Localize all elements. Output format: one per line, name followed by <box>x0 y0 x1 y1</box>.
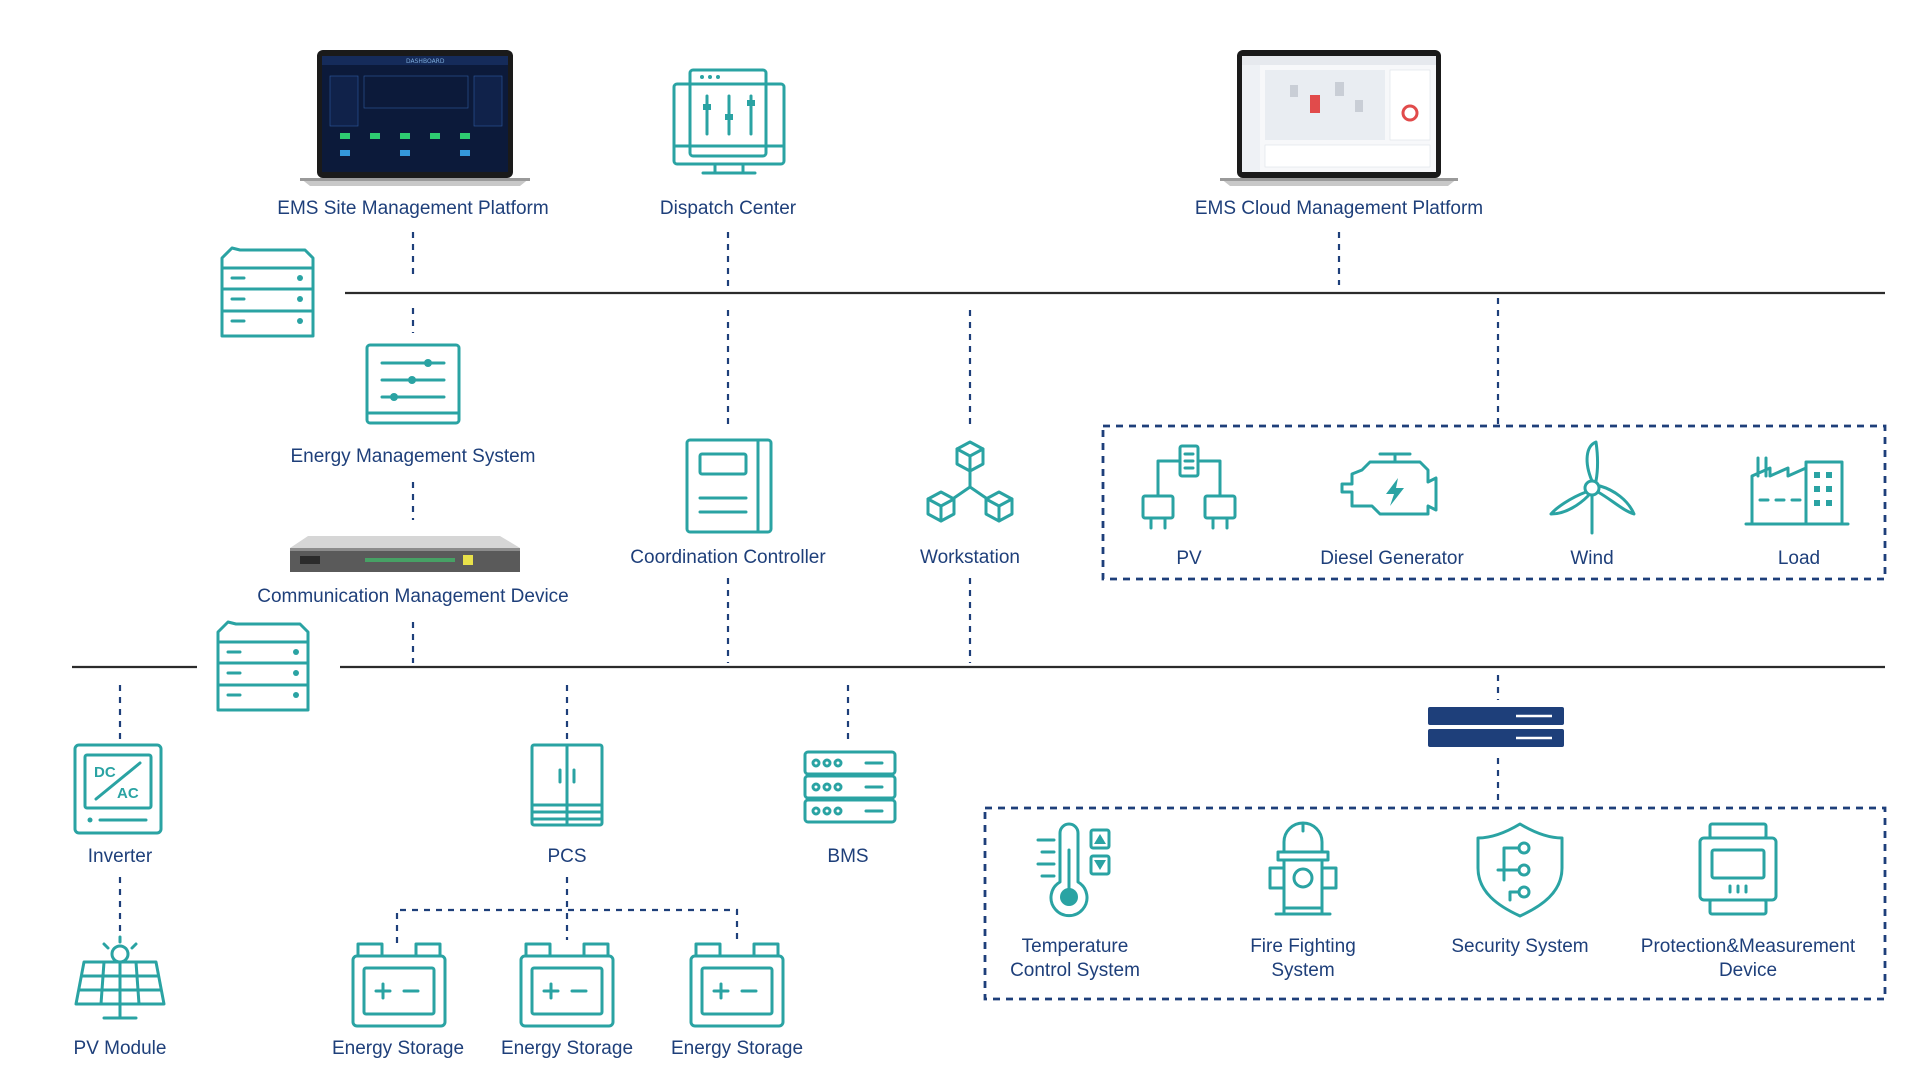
communication-device-icon <box>290 536 520 572</box>
security-shield-icon <box>1476 822 1564 918</box>
label-temperature-line2: Control System <box>1010 960 1140 981</box>
fire-hydrant-icon <box>1268 821 1338 916</box>
label-security-system: Security System <box>1451 936 1588 957</box>
label-energy-storage-3: Energy Storage <box>671 1038 803 1059</box>
pv-module-icon <box>74 935 166 1020</box>
label-energy-storage-1: Energy Storage <box>332 1038 464 1059</box>
energy-storage-1-icon <box>351 942 447 1028</box>
ems-cloud-laptop-icon <box>1220 50 1458 186</box>
label-energy-management-system: Energy Management System <box>290 446 535 467</box>
energy-storage-2-icon <box>519 942 615 1028</box>
label-pv-module: PV Module <box>74 1038 167 1059</box>
diesel-generator-icon <box>1340 452 1438 516</box>
label-inverter: Inverter <box>88 846 153 867</box>
label-ems-cloud: EMS Cloud Management Platform <box>1195 198 1483 219</box>
pv-generation-icon <box>1141 444 1237 530</box>
label-wind: Wind <box>1570 548 1613 569</box>
svg-text:DASHBOARD: DASHBOARD <box>406 58 445 65</box>
label-load: Load <box>1778 548 1820 569</box>
temperature-control-icon <box>1036 822 1111 918</box>
inverter-ac-text: AC <box>117 785 139 802</box>
label-coordination-controller: Coordination Controller <box>630 547 826 568</box>
label-temperature-line1: Temperature <box>1022 936 1129 957</box>
label-protection-line2: Device <box>1719 960 1777 981</box>
dispatch-monitor-icon <box>672 68 786 175</box>
label-workstation: Workstation <box>920 547 1020 568</box>
wind-turbine-icon <box>1549 440 1636 535</box>
label-dispatch-center: Dispatch Center <box>660 198 797 219</box>
energy-management-system-icon <box>365 343 461 425</box>
dashed-connectors <box>118 232 1500 943</box>
network-switch-navy-icon <box>1428 707 1564 747</box>
auxiliary-systems-group-box <box>983 806 1887 1001</box>
workstation-icon <box>926 440 1014 523</box>
inverter-icon: DC AC <box>73 743 163 835</box>
network-switch-lower-icon <box>216 620 310 712</box>
label-communication-device: Communication Management Device <box>257 586 569 607</box>
bms-icon <box>803 750 897 824</box>
label-energy-storage-2: Energy Storage <box>501 1038 633 1059</box>
label-fire-line2: System <box>1271 960 1334 981</box>
generation-group-box <box>1101 424 1887 581</box>
label-protection-line1: Protection&Measurement <box>1641 936 1856 957</box>
load-factory-icon <box>1744 456 1850 526</box>
label-diesel-generator: Diesel Generator <box>1320 548 1464 569</box>
pcs-cabinet-icon <box>530 743 604 827</box>
protection-measurement-icon <box>1698 822 1778 916</box>
label-ems-site: EMS Site Management Platform <box>277 198 548 219</box>
network-switch-upper-icon <box>220 246 315 338</box>
label-fire-line1: Fire Fighting <box>1250 936 1356 957</box>
label-pv: PV <box>1176 548 1202 569</box>
label-bms: BMS <box>827 846 868 867</box>
ems-site-laptop-icon: DASHBOARD <box>300 50 530 186</box>
inverter-dc-text: DC <box>94 764 116 781</box>
labels: EMS Site Management Platform Dispatch Ce… <box>74 198 1856 1059</box>
coordination-controller-icon <box>685 438 773 534</box>
energy-storage-3-icon <box>689 942 785 1028</box>
label-pcs: PCS <box>547 846 586 867</box>
